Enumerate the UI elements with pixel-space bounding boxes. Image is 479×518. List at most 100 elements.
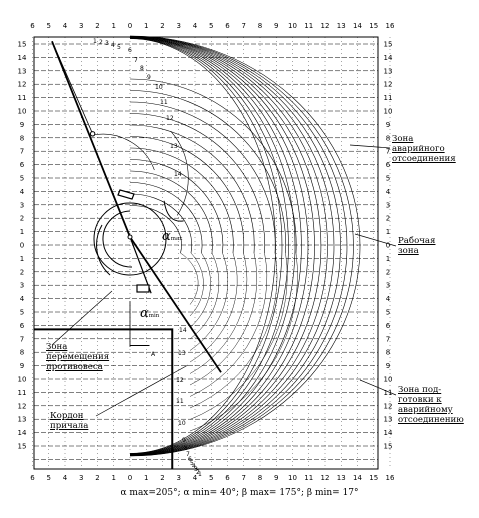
upper-arc-number: 1 — [93, 38, 97, 45]
upper-arc-number: 4 — [111, 42, 115, 49]
x-tick-bottom: 3 — [177, 474, 181, 482]
x-tick-top: 14 — [353, 22, 362, 30]
x-tick-bottom: 1 — [112, 474, 116, 482]
y-tick-right: 15 — [384, 41, 393, 49]
outer-arc — [129, 37, 309, 455]
y-tick-right: 7 — [386, 148, 390, 156]
lower-arc-number: 11 — [176, 398, 184, 405]
x-tick-bottom: 2 — [95, 474, 99, 482]
y-tick-left: 7 — [20, 335, 24, 343]
lower-arc-number: 5 — [190, 460, 194, 467]
y-tick-left: 10 — [18, 376, 27, 384]
x-tick-top: 4 — [193, 22, 198, 30]
x-tick-top: 8 — [258, 22, 262, 30]
berth-outline — [34, 328, 174, 469]
outer-arc — [129, 37, 296, 455]
x-tick-top: 5 — [47, 22, 51, 30]
upper-arm-thin — [51, 41, 93, 134]
counterweight-circle-inner — [102, 210, 133, 268]
y-tick-left: 8 — [20, 349, 24, 357]
y-tick-right: 4 — [386, 188, 391, 196]
upper-arc-number: 7 — [134, 57, 138, 64]
working-zone-line-2: зона — [398, 246, 419, 256]
x-tick-top: 15 — [369, 22, 378, 30]
counterweight-zone-line-2: перемещения — [46, 352, 110, 362]
grid-lines — [32, 37, 391, 469]
upper-arm — [51, 40, 131, 238]
outer-arc — [129, 37, 289, 455]
y-tick-left: 2 — [20, 215, 24, 223]
upper-arc-number: 9 — [147, 74, 151, 81]
x-tick-bottom: 11 — [304, 474, 313, 482]
berth-edge-line-2: причала — [50, 421, 89, 431]
preparation-zone-line-4: отсоединению — [398, 415, 464, 425]
y-tick-right: 1 — [386, 255, 390, 263]
counterweight-zone-line-1: Зона — [46, 342, 68, 352]
x-tick-bottom: 10 — [288, 474, 297, 482]
working-arc — [129, 90, 286, 254]
y-tick-right: 15 — [384, 443, 393, 451]
alpha-min-label: αmin — [140, 306, 159, 321]
working-arc — [129, 182, 203, 254]
y-tick-left: 11 — [18, 389, 27, 397]
working-arc — [129, 124, 255, 254]
x-tick-top: 12 — [321, 22, 330, 30]
zone-arcs — [92, 35, 361, 457]
working-zone-label: Рабочая зона — [398, 236, 435, 256]
berth-edge-label: Кордон причала — [50, 411, 88, 431]
y-tick-left: 8 — [20, 134, 24, 142]
working-arc — [129, 113, 266, 254]
frame-border — [33, 36, 379, 470]
lower-arc — [189, 252, 248, 374]
emergency-zone-line-3: отсоединения — [392, 154, 456, 164]
y-tick-right: 13 — [384, 67, 393, 75]
lower-arc — [189, 252, 204, 317]
connector-hook — [163, 200, 184, 222]
counterweight-block-lower — [136, 284, 150, 293]
pivot-joint — [127, 234, 133, 240]
lower-arc — [189, 252, 268, 397]
y-tick-right: 5 — [386, 309, 390, 317]
outer-arc — [129, 37, 315, 455]
y-tick-right: 13 — [384, 416, 393, 424]
lower-arc-number: 6 — [188, 456, 192, 463]
axis-ticks: 6655443322110011223344556677889910101111… — [18, 22, 395, 482]
x-tick-top: 7 — [242, 22, 246, 30]
upper-arc-number: 14 — [174, 171, 182, 178]
outer-arc — [129, 35, 354, 457]
working-zone-line-1: Рабочая — [398, 236, 436, 246]
alpha-max-symbol: α — [162, 229, 171, 244]
alpha-min-symbol: α — [140, 306, 149, 321]
x-tick-bottom: 15 — [369, 474, 378, 482]
y-tick-left: 5 — [20, 309, 24, 317]
upper-arc-number: 5 — [117, 44, 121, 51]
outer-arc — [129, 36, 348, 456]
arm-swing-arc — [92, 133, 155, 171]
preparation-zone-line-3: аварийному — [398, 405, 453, 415]
x-tick-bottom: 4 — [193, 474, 198, 482]
y-tick-left: 10 — [18, 108, 27, 116]
loading-arm-structure — [34, 40, 222, 469]
x-tick-top: 1 — [144, 22, 148, 30]
x-tick-bottom: 6 — [30, 474, 35, 482]
y-tick-right: 12 — [384, 81, 393, 89]
y-tick-right: 2 — [386, 268, 390, 276]
y-tick-left: 2 — [20, 268, 24, 276]
x-tick-bottom: 1 — [144, 474, 148, 482]
preparation-zone-line-2: готовки к — [398, 395, 442, 405]
y-tick-left: 14 — [18, 429, 27, 437]
x-tick-bottom: 7 — [242, 474, 246, 482]
lower-arc — [189, 252, 298, 432]
y-tick-right: 8 — [386, 349, 390, 357]
y-tick-left: 1 — [20, 228, 24, 236]
counterweight-circle-outer — [93, 202, 167, 276]
upper-arc-number: 2 — [99, 39, 103, 46]
y-tick-right: 14 — [384, 54, 393, 62]
outer-arc — [129, 38, 283, 454]
lower-arc-number: 4 — [192, 463, 196, 470]
counterweight-zone-line-3: противовеса — [46, 362, 103, 372]
y-tick-right: 1 — [386, 228, 390, 236]
outer-arc — [129, 35, 361, 457]
working-arc — [129, 170, 213, 254]
